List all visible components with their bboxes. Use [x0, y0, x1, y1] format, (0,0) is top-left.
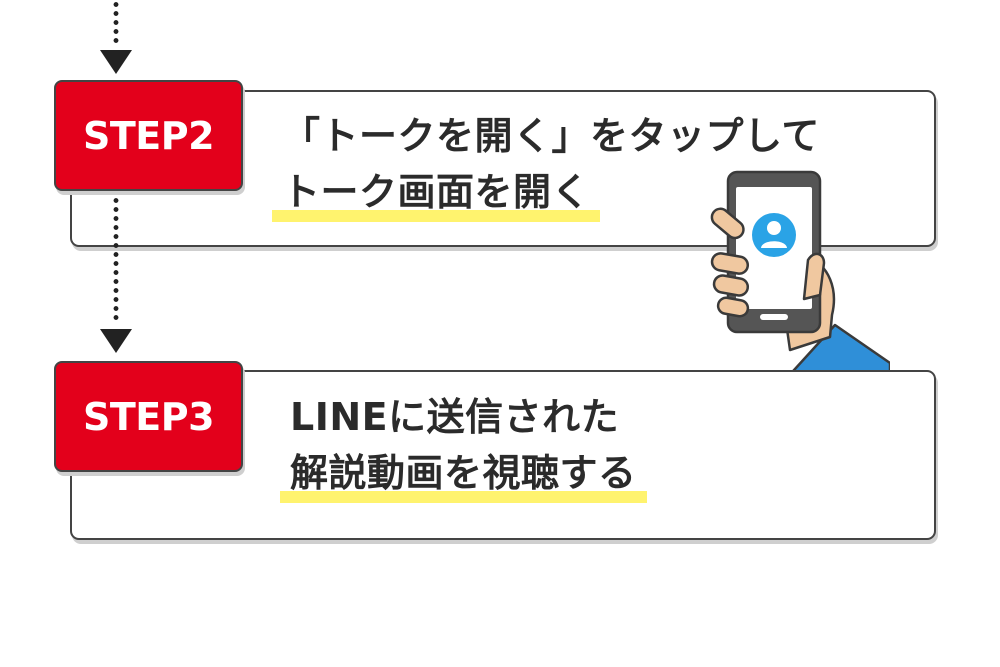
step2-description: 「トークを開く」をタップして トーク画面を開く	[271, 108, 820, 222]
smartphone-in-hand-illustration	[710, 170, 890, 380]
step3-line2-highlighted: 解説動画を視聴する	[280, 445, 647, 503]
connector-dots-top	[113, 0, 119, 46]
arrow-down-icon	[100, 50, 132, 74]
user-avatar-icon	[752, 213, 796, 257]
step3-badge: STEP3	[54, 361, 243, 472]
step2-badge: STEP2	[54, 80, 243, 191]
step2-line2-highlighted: トーク画面を開く	[271, 164, 601, 222]
arrow-down-icon	[100, 329, 132, 353]
step3-line1: LINEに送信された	[290, 395, 620, 439]
step2-line1: 「トークを開く」をタップして	[282, 114, 820, 158]
connector-dots-middle	[113, 196, 119, 324]
step3-description: LINEに送信された 解説動画を視聴する	[280, 389, 647, 503]
